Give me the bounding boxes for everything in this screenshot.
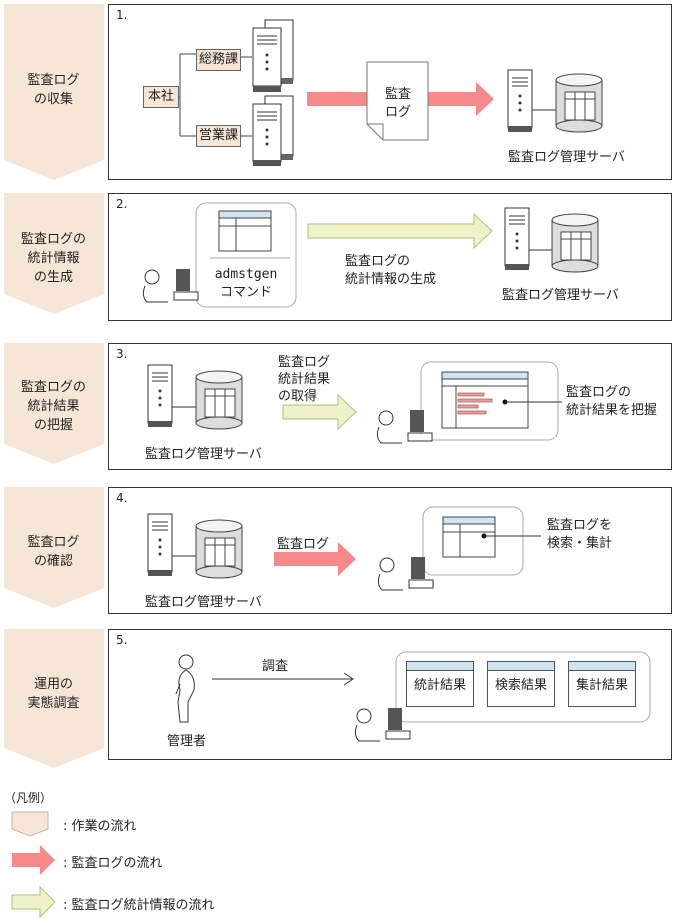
database-icon <box>555 73 603 133</box>
search-window-icon <box>442 516 496 558</box>
step-3-label: 監査ログの統計結果の把握 <box>20 380 86 433</box>
stats-flow-arrow-3 <box>282 393 357 431</box>
step-1-number: 1. <box>116 8 128 22</box>
server-label-4: 監査ログ管理サーバ <box>145 595 262 610</box>
admstgen-command-label: admstgen コマンド <box>214 267 278 300</box>
log-management-server-icon <box>507 69 533 132</box>
stats-flow-arrow-2 <box>307 212 493 250</box>
log-flow-label-4: 監査ログ <box>277 537 330 552</box>
server-label-3: 監査ログ管理サーバ <box>145 447 262 462</box>
panel-4-graphics <box>147 506 541 591</box>
doc-label: 監査ログ <box>384 87 411 120</box>
operator-icon-3 <box>376 410 433 444</box>
operator-icon-5 <box>354 708 411 742</box>
log-management-server-icon-2 <box>504 207 530 270</box>
step-4-label: 監査ログの確認 <box>27 535 80 569</box>
investigate-label: 調査 <box>262 659 289 674</box>
stats-fetch-label: 監査ログ統計結果の取得 <box>278 355 331 404</box>
window-search-result: 検索結果 <box>487 661 555 707</box>
server-pair-eigyo-icon <box>252 95 294 166</box>
step-5-number: 5. <box>116 633 128 647</box>
panel-3-graphics <box>147 361 562 444</box>
honsha-box: 本社 <box>143 86 179 108</box>
step-4-chevron <box>4 487 104 608</box>
legend-item-work-flow: : 作業の流れ <box>63 819 137 834</box>
window-stats-result: 統計結果 <box>406 661 474 707</box>
log-flow-arrow-4 <box>274 542 356 576</box>
log-management-server-icon-4 <box>147 513 173 576</box>
legend-item-stats-flow: : 監査ログ統計情報の流れ <box>63 898 215 913</box>
step-3-number: 3. <box>116 347 128 361</box>
search-aggregate-callout: 監査ログを検索・集計 <box>547 518 613 551</box>
server-pair-somu-icon <box>252 19 294 92</box>
step-2-number: 2. <box>116 197 128 211</box>
eigyoka-box: 営業課 <box>196 125 241 147</box>
step-1-label: 監査ログの収集 <box>27 73 80 107</box>
stats-grasp-callout: 監査ログの統計結果を把握 <box>566 385 658 418</box>
server-label-2: 監査ログ管理サーバ <box>502 288 619 303</box>
database-icon-4 <box>195 519 243 579</box>
step-4-number: 4. <box>116 491 128 505</box>
step-3-chevron <box>4 343 104 464</box>
legend-log-flow-icon <box>12 845 55 875</box>
operator-icon <box>142 269 199 303</box>
stats-generation-label: 監査ログの統計情報の生成 <box>345 254 437 287</box>
window-icon <box>218 210 272 252</box>
window-aggregate-result: 集計結果 <box>568 661 636 707</box>
panel-2-graphics <box>142 202 599 308</box>
log-management-server-icon-3 <box>147 364 173 427</box>
step-5-label: 運用の実態調査 <box>27 677 80 711</box>
admin-label: 管理者 <box>167 734 207 749</box>
legend-stats-flow-icon <box>11 885 56 919</box>
step-2-chevron <box>4 193 104 314</box>
legend-work-flow-icon <box>11 811 49 837</box>
step-2-label: 監査ログの統計情報の生成 <box>20 232 86 285</box>
work-flow-chevrons <box>4 4 104 768</box>
legend-title: （凡例） <box>4 791 53 805</box>
legend-item-log-flow: : 監査ログの流れ <box>63 856 163 871</box>
operator-icon-4 <box>377 557 434 591</box>
database-icon-2 <box>551 213 599 273</box>
database-icon-3 <box>195 370 243 430</box>
audit-log-document-icon <box>366 61 429 141</box>
somuka-box: 総務課 <box>196 49 241 71</box>
panel-1-graphics <box>178 19 603 166</box>
server-label-1: 監査ログ管理サーバ <box>508 150 625 165</box>
bar-chart-window-icon <box>441 371 529 429</box>
administrator-icon <box>175 654 195 723</box>
step-1-chevron <box>4 4 104 180</box>
step-5-chevron <box>4 629 104 768</box>
